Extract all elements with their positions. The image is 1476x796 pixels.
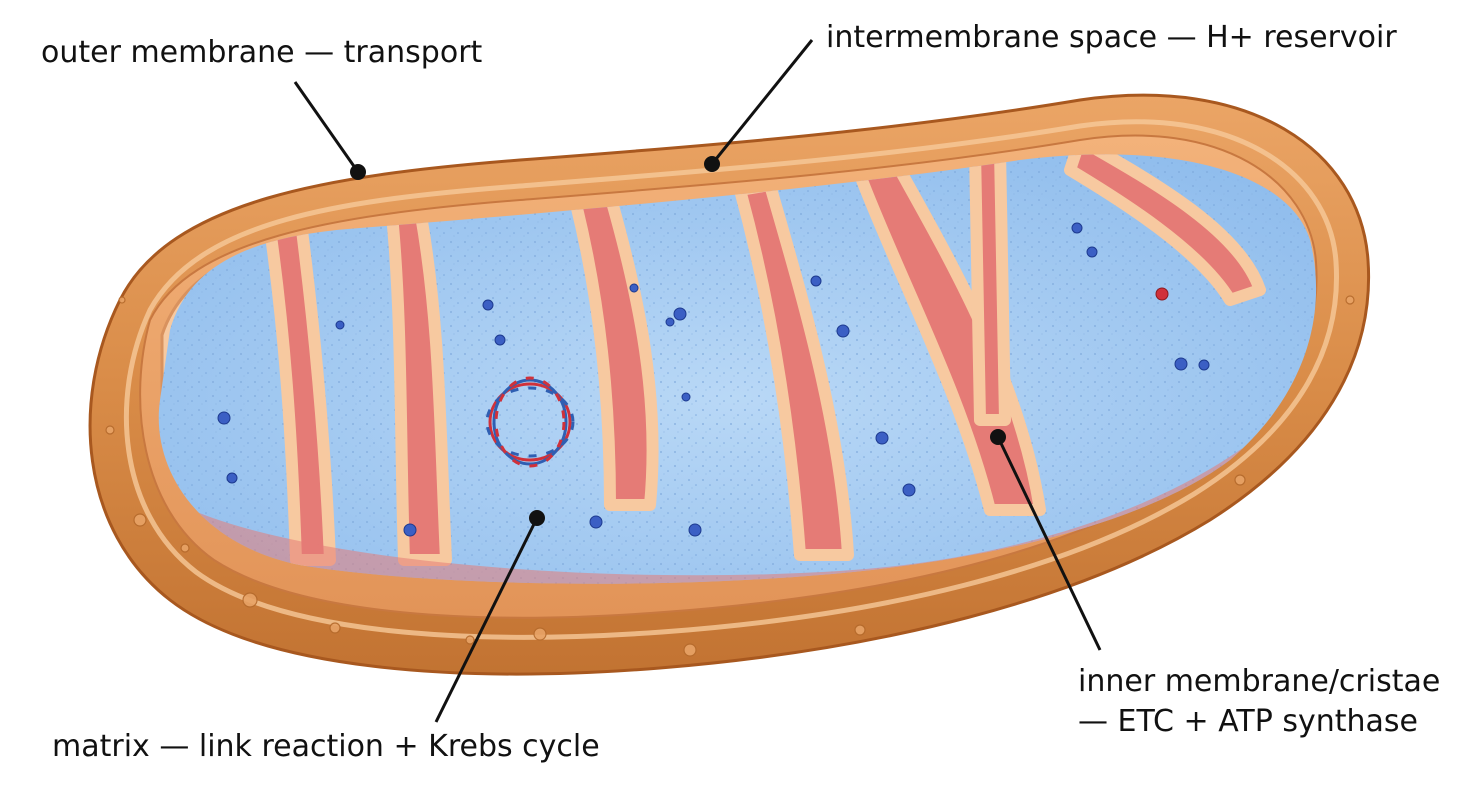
label-matrix: matrix — link reaction + Krebs cycle: [52, 729, 600, 764]
leader-matrix: [434, 517, 539, 723]
matrix-granules: [217, 222, 1210, 537]
mtdna-icon: [485, 376, 575, 468]
outer-membrane-texture: [105, 295, 1355, 657]
leader-lines: [293, 39, 1102, 723]
label-inner-membrane: inner membrane/cristae — ETC + ATP synth…: [1078, 662, 1440, 742]
leader-outer-membrane: [293, 81, 360, 173]
label-inner-membrane-line2: — ETC + ATP synthase: [1078, 704, 1419, 739]
label-inner-membrane-line1: inner membrane/cristae: [1078, 664, 1441, 699]
leader-intermembrane-space: [710, 39, 814, 165]
pointer-dot-intermembrane-space: [704, 156, 720, 172]
label-intermembrane-space: intermembrane space — H+ reservoir: [826, 20, 1397, 55]
leader-inner-membrane: [996, 436, 1102, 651]
red-granule: [1155, 287, 1169, 301]
cristae: [262, 154, 1266, 566]
pointer-dot-inner-membrane: [990, 429, 1006, 445]
label-outer-membrane: outer membrane — transport: [41, 35, 483, 70]
pointer-dot-matrix: [529, 510, 545, 526]
pointer-dot-outer-membrane: [350, 164, 366, 180]
